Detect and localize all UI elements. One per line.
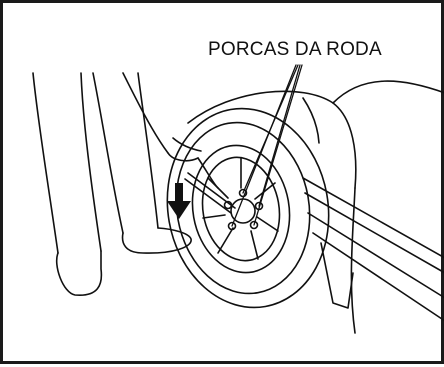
callout-label: PORCAS DA RODA: [208, 39, 382, 60]
arrow-down-icon: [167, 183, 191, 219]
lug-nut-3: [249, 220, 259, 230]
wheel: [166, 107, 330, 309]
tire-change-illustration: [32, 64, 444, 334]
leader-lines: [231, 64, 303, 227]
lug-nut-1: [238, 188, 248, 198]
car-fender: [187, 80, 444, 334]
lug-nut-4: [227, 221, 237, 231]
person: [32, 72, 236, 296]
